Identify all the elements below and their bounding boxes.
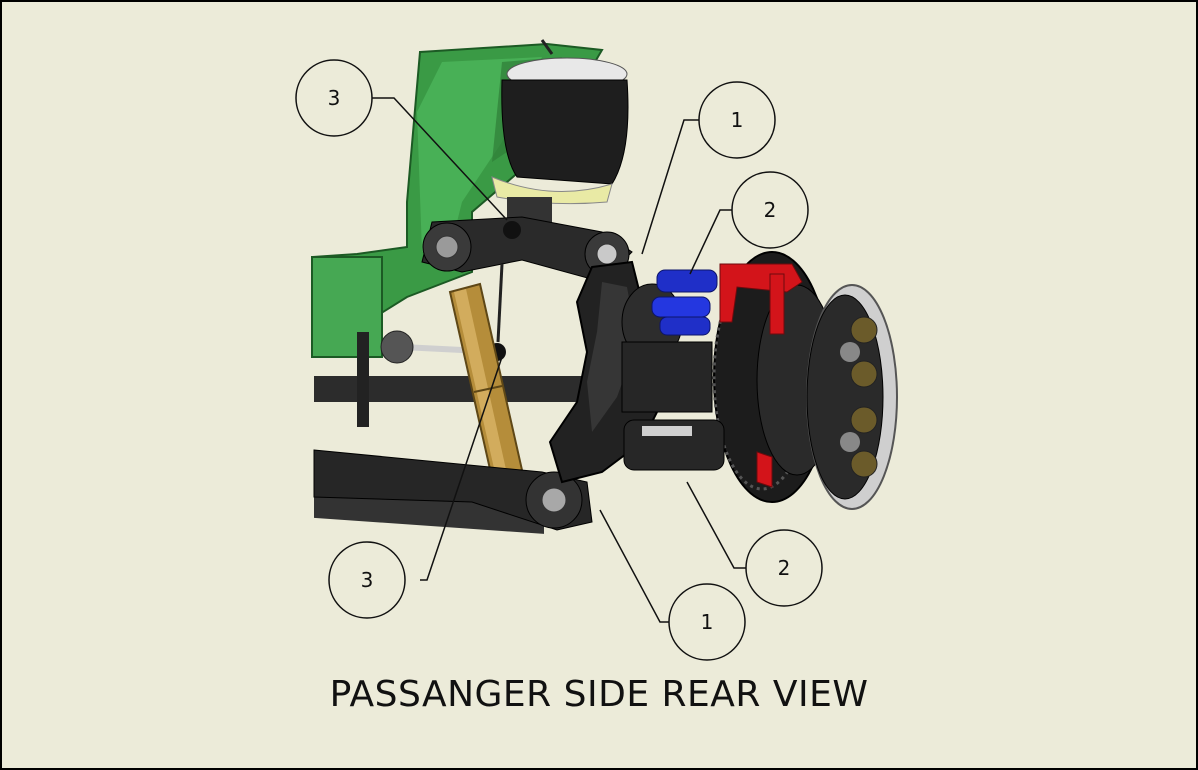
wheel-hub <box>806 284 898 510</box>
leader-lines <box>372 97 747 623</box>
balloon-1-upper: 1 <box>698 81 776 159</box>
leader-line-1-upper <box>641 119 702 255</box>
drawing-caption: PASSANGER SIDE REAR VIEW <box>329 674 869 715</box>
balloon-3-lower: 3 <box>328 541 406 619</box>
balloon-label: 1 <box>731 108 744 132</box>
balloon-label: 2 <box>778 556 791 580</box>
balloon-1-lower: 1 <box>668 583 746 661</box>
air-spring <box>491 57 629 227</box>
balloon-2-upper: 2 <box>731 171 809 249</box>
lower-control-arm <box>313 449 593 531</box>
balloon-label: 2 <box>764 198 777 222</box>
leader-line-2-upper <box>689 209 732 275</box>
leader-line-1-lower <box>599 509 670 623</box>
leader-line-3-upper <box>372 97 508 221</box>
balloon-2-lower: 2 <box>745 529 823 607</box>
leader-line-2-lower <box>686 481 747 569</box>
balloon-label: 3 <box>361 568 374 592</box>
lower-caliper <box>623 419 725 471</box>
balloon-label: 3 <box>328 86 341 110</box>
red-caliper <box>719 263 803 488</box>
balloon-label: 1 <box>701 610 714 634</box>
balloon-3-upper: 3 <box>295 59 373 137</box>
leader-line-3-lower <box>420 356 503 581</box>
